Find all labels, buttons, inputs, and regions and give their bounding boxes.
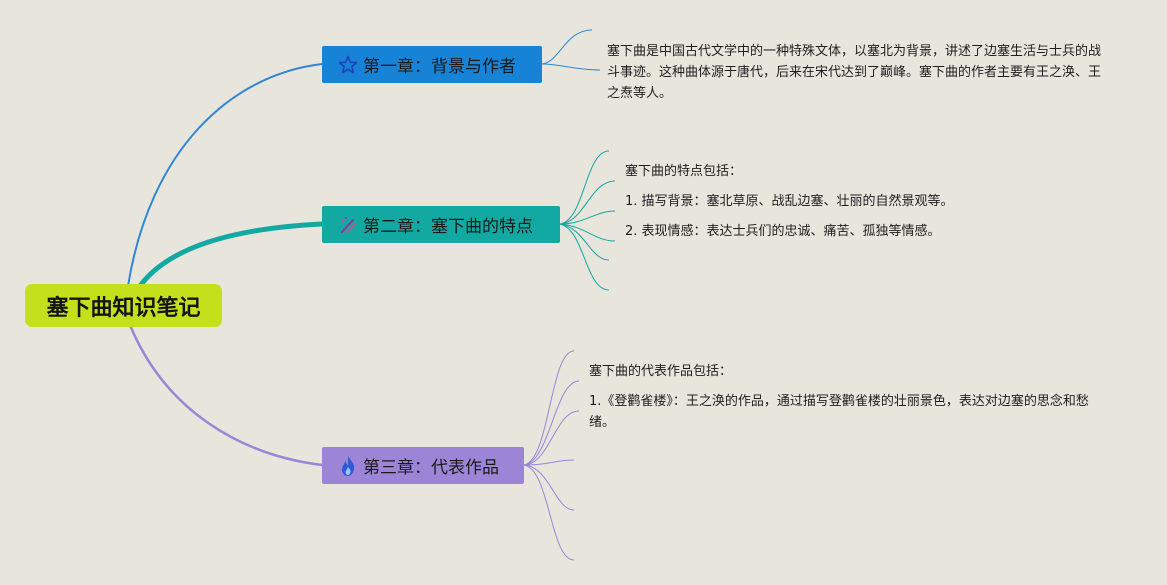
chapter-1-note-1[interactable]: 塞下曲是中国古代文学中的一种特殊文体，以塞北为背景，讲述了边塞生活与士兵的战斗事… <box>607 44 1102 101</box>
flame-icon <box>337 455 359 477</box>
chapter-node-1[interactable]: 第一章：背景与作者 <box>322 46 542 83</box>
chapter-3-label: 第三章：代表作品 <box>363 458 499 478</box>
brush-icon <box>337 214 359 236</box>
chapter-3-note-connectors <box>523 350 580 561</box>
chapter-2-note-2[interactable]: 1. 描写背景：塞北草原、战乱边塞、壮丽的自然景观等。 <box>625 194 954 209</box>
chapter-1-label: 第一章：背景与作者 <box>363 57 516 77</box>
chapter-3-note-1[interactable]: 塞下曲的代表作品包括： <box>589 364 733 379</box>
root-label: 塞下曲知识笔记 <box>46 295 201 321</box>
chapter-2-label: 第二章：塞下曲的特点 <box>363 217 533 237</box>
chapter-3-note-2[interactable]: 1.《登鹳雀楼》：王之涣的作品，通过描写登鹳雀楼的壮丽景色，表达对边塞的思念和愁… <box>589 394 1089 430</box>
branch-line-chapter-3 <box>128 324 323 467</box>
chapter-2-note-3[interactable]: 2. 表现情感：表达士兵们的忠诚、痛苦、孤独等情感。 <box>625 224 941 239</box>
chapter-node-2[interactable]: 第二章：塞下曲的特点 <box>322 206 560 243</box>
chapter-2-note-connectors <box>559 150 616 291</box>
branch-line-chapter-1 <box>127 63 323 287</box>
root-node[interactable]: 塞下曲知识笔记 <box>25 284 222 327</box>
chapter-1-note-connectors <box>541 29 601 71</box>
chapter-node-3[interactable]: 第三章：代表作品 <box>322 447 524 484</box>
branch-line-chapter-2 <box>137 221 323 288</box>
star-icon <box>337 54 359 76</box>
chapter-2-note-1[interactable]: 塞下曲的特点包括： <box>625 164 743 179</box>
